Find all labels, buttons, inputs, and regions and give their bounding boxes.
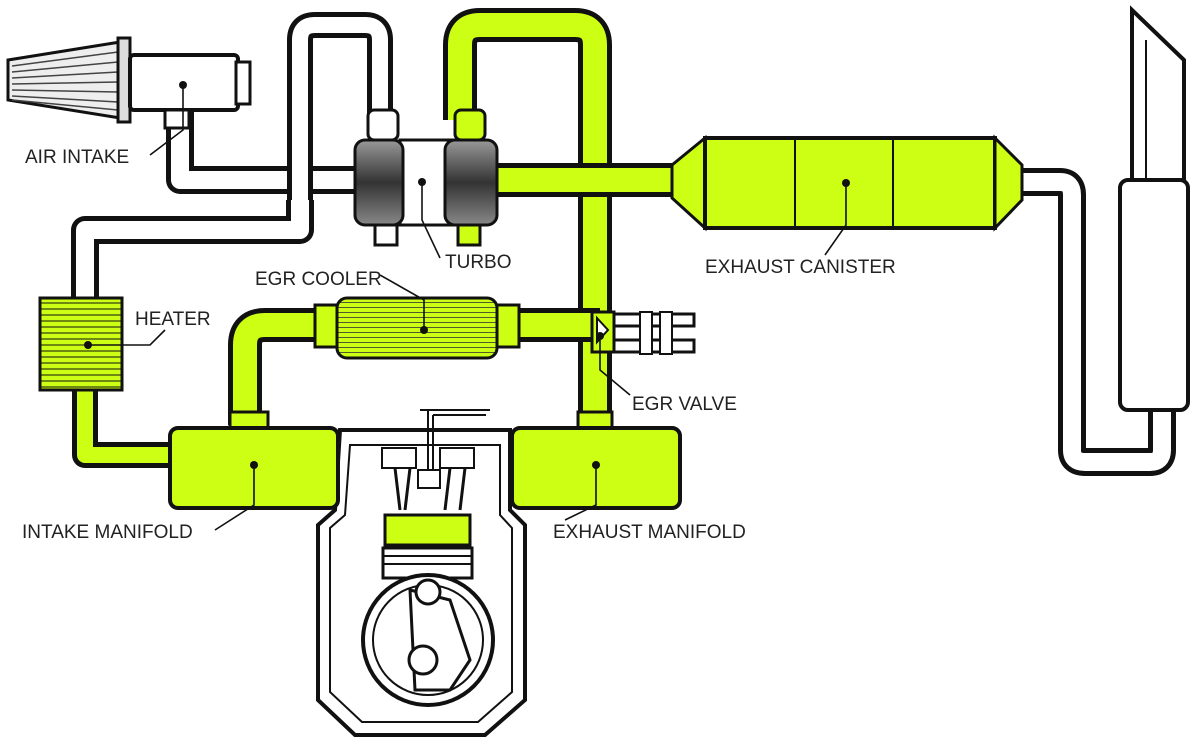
turbocharger [353,108,499,247]
fresh-air-piping [71,12,1176,476]
leader-lines [84,81,850,531]
egr-valve-label: EGR VALVE [632,394,737,415]
air-intake-label: AIR INTAKE [25,147,129,168]
egr-valve-unit [590,310,696,355]
egr-cooler-unit [313,296,521,360]
muffler-and-stack [1118,5,1190,412]
turbo-label: TURBO [445,252,512,273]
exhaust-canister-label: EXHAUST CANISTER [705,257,896,278]
heater-unit [38,296,124,392]
heater-label: HEATER [135,309,211,330]
engine-block [316,409,527,737]
exhaust-manifold-label: EXHAUST MANIFOLD [553,522,746,543]
intake-manifold-label: INTAKE MANIFOLD [22,522,193,543]
air-filter-cone [6,36,252,130]
exhaust-canister-body [670,134,1024,232]
egr-cooler-label: EGR COOLER [255,269,382,290]
